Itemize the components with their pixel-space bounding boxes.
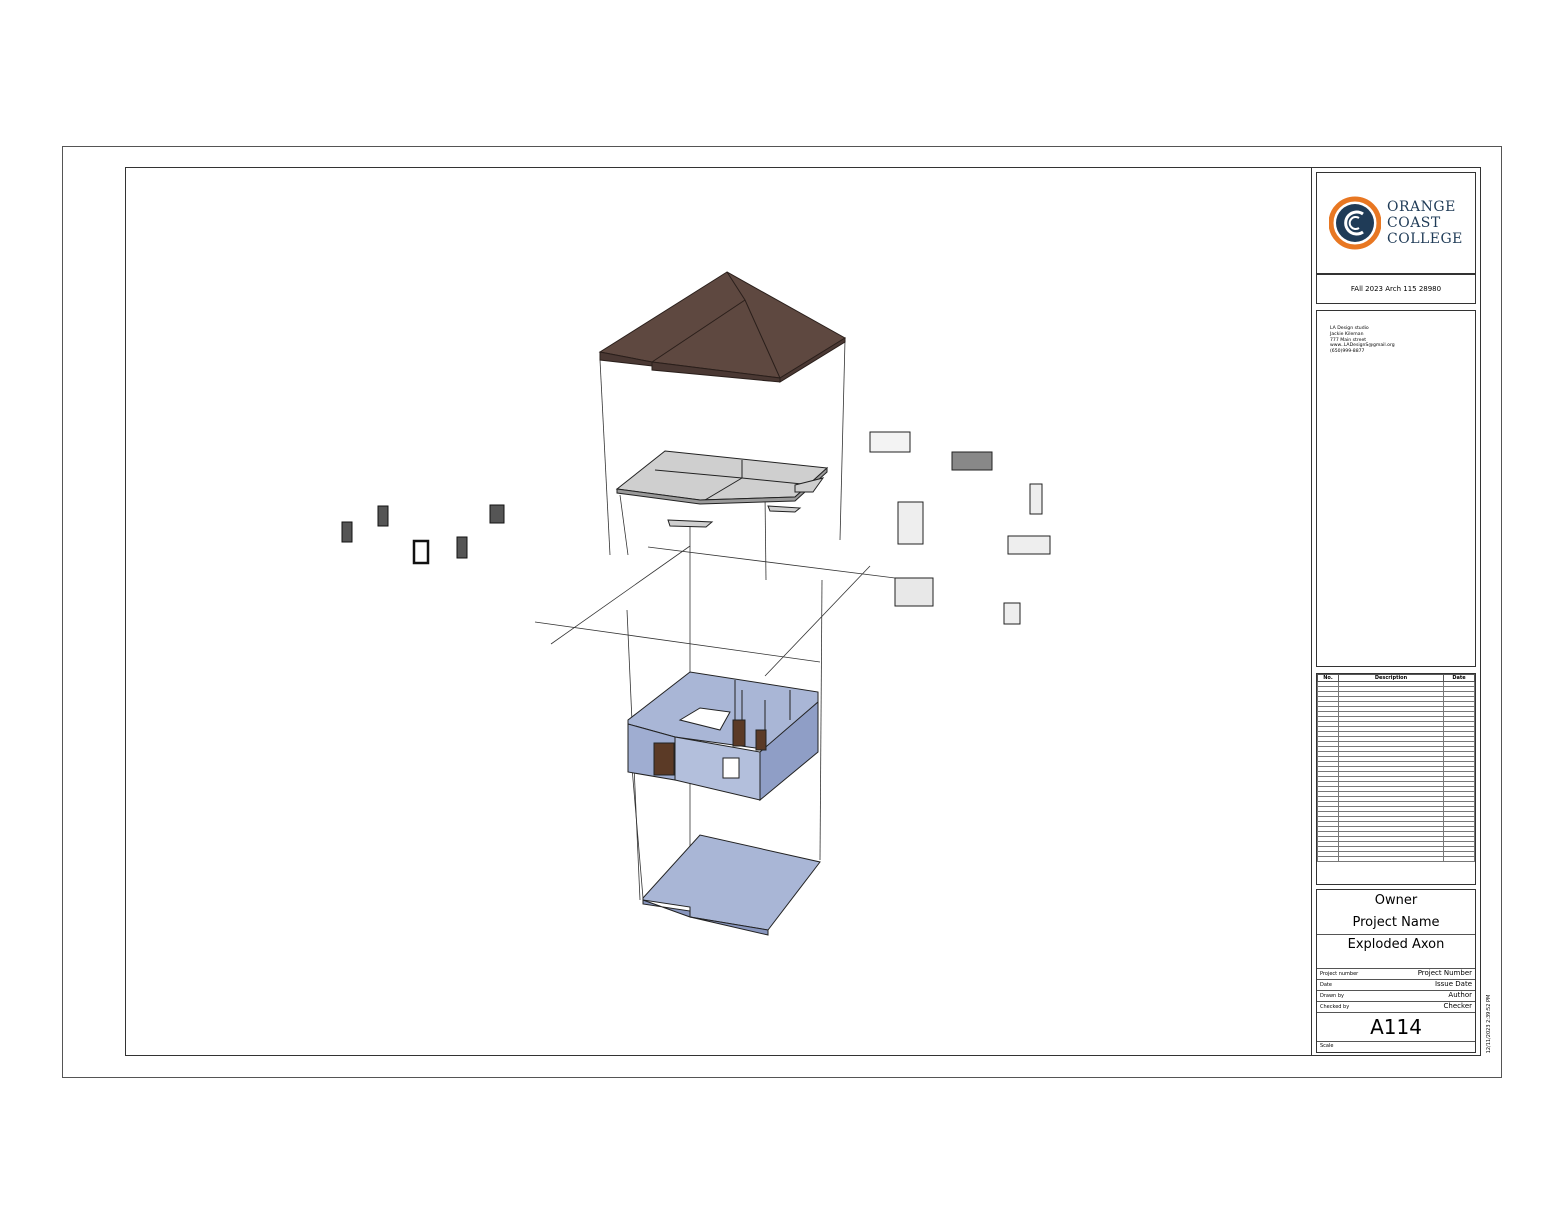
revision-rows	[1317, 681, 1475, 862]
roof	[598, 271, 846, 383]
project-info-panel: Owner Project Name Exploded Axon Project…	[1316, 889, 1476, 1053]
rev-header-description: Description	[1338, 674, 1444, 682]
revision-row	[1317, 856, 1475, 862]
studio-info-panel: LA Design studio Jackie Kileman 777 Main…	[1316, 310, 1476, 667]
divider	[1317, 934, 1475, 935]
row-value-drawn-by: Author	[1448, 991, 1472, 999]
studio-person: Jackie Kileman	[1330, 331, 1364, 337]
studio-info: LA Design studio Jackie Kileman 777 Main…	[1330, 326, 1395, 355]
exploded-axon-drawing	[341, 271, 1051, 936]
owner-label: Owner	[1374, 893, 1418, 908]
logo-panel: ORANGE COAST COLLEGE	[1316, 172, 1476, 274]
floor-slab	[642, 834, 821, 936]
divider	[1317, 990, 1475, 991]
scale-label: Scale	[1320, 1043, 1334, 1049]
studio-phone: (650)999-8877	[1330, 349, 1365, 355]
course-label: FAll 2023 Arch 115 28980	[1350, 285, 1442, 293]
row-value-checked-by: Checker	[1443, 1002, 1472, 1010]
print-timestamp: 12/11/2023 2:39:52 PM	[1484, 994, 1494, 1058]
divider	[1317, 1012, 1475, 1013]
studio-name: LA Design studio	[1330, 326, 1369, 331]
titleblock-divider	[1311, 168, 1312, 1055]
divider	[1317, 1041, 1475, 1042]
logo-text-line1: ORANGE	[1387, 199, 1456, 215]
logo-text-line2: COAST	[1387, 215, 1441, 231]
divider	[1317, 979, 1475, 980]
studio-address: 777 Main street	[1330, 337, 1367, 343]
sheet-inner-border	[125, 167, 1481, 1056]
walls-level	[627, 671, 819, 802]
studio-email: www..LADesignS@gmail.org	[1330, 343, 1395, 349]
project-name: Project Name	[1352, 915, 1440, 930]
sheet-title: Exploded Axon	[1347, 937, 1445, 952]
ceiling-plane	[615, 450, 829, 528]
revision-schedule: No. Description Date	[1316, 673, 1476, 885]
timestamp-text: 12/11/2023 2:39:52 PM	[1486, 994, 1492, 1054]
revision-cell	[1317, 856, 1339, 862]
windows-group	[341, 504, 505, 565]
rev-header-no: No.	[1317, 674, 1339, 682]
row-label-drawn-by: Drawn by	[1320, 993, 1344, 999]
rev-header-date: Date	[1443, 674, 1475, 682]
divider	[1317, 1001, 1475, 1002]
row-value-project-number: Project Number	[1417, 969, 1472, 977]
furniture-group	[869, 431, 1051, 625]
sheet-number: A114	[1370, 1015, 1422, 1039]
projection-lines	[534, 339, 896, 912]
revision-table: No. Description Date	[1317, 674, 1475, 862]
sheet-outer-border	[62, 146, 1502, 1078]
row-value-date: Issue Date	[1434, 980, 1472, 988]
college-logo-icon	[1329, 196, 1381, 250]
row-label-date: Date	[1320, 982, 1332, 988]
row-label-project-number: Project number	[1320, 971, 1359, 977]
logo-text-line3: COLLEGE	[1387, 231, 1463, 247]
revision-cell	[1443, 856, 1475, 862]
course-panel: FAll 2023 Arch 115 28980	[1316, 274, 1476, 304]
divider	[1317, 968, 1475, 969]
row-label-checked-by: Checked by	[1320, 1004, 1350, 1010]
revision-cell	[1338, 856, 1444, 862]
